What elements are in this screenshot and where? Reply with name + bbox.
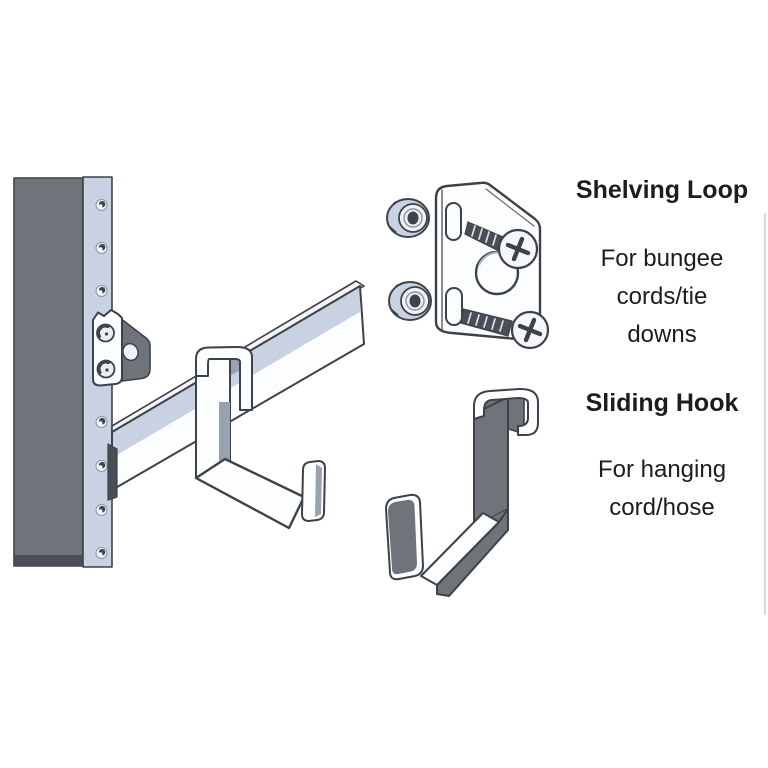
loop-mount-screw: [96, 323, 115, 343]
page-edge-divider: [764, 213, 766, 615]
loop-plate-chamfer: [485, 188, 535, 227]
shelving-loop-detail: [386, 181, 550, 350]
description-line: For hanging: [597, 456, 727, 483]
mounting-screw: [464, 221, 539, 270]
upright-hole: [95, 285, 108, 297]
hook-curl: [195, 346, 253, 411]
upright-hole: [95, 416, 108, 428]
upright-hole: [95, 460, 108, 472]
loop-slot: [445, 202, 462, 241]
legend: Shelving Loop For bungee cords/tie downs…: [556, 0, 768, 768]
flange-nut: [386, 198, 430, 238]
upright-hole: [95, 547, 108, 559]
sliding-hook-description: For hanging cord/hose: [556, 451, 768, 527]
loop-gusset-hole: [122, 342, 139, 362]
hook-lip-shade: [315, 464, 322, 517]
mounting-screw: [460, 308, 550, 350]
rail-face-lower: [112, 312, 360, 490]
description-line: downs: [627, 321, 697, 348]
description-line: cords/tie: [616, 283, 708, 310]
detail-hook-bottom-inner: [420, 512, 500, 586]
sliding-hook-detail: [385, 387, 539, 597]
description-line: For bungee: [600, 245, 724, 272]
detail-hook-lip-face: [388, 499, 417, 575]
upright-bottom-shadow: [15, 555, 82, 565]
upright-holes: [95, 199, 108, 559]
hook-bottom: [194, 457, 306, 530]
description-line: cord/hose: [609, 494, 715, 521]
loop-slot: [445, 287, 463, 326]
sliding-hook-title: Sliding Hook: [585, 389, 739, 417]
upright-hole: [95, 242, 108, 254]
shelving-loop-title: Shelving Loop: [575, 176, 749, 204]
shelving-loop-description: For bungee cords/tie downs: [556, 240, 768, 354]
upright-front-face: [13, 177, 84, 567]
mounted-shelving-loop: [92, 309, 151, 387]
rail-post-connector: [107, 443, 118, 501]
upright-hole: [95, 199, 108, 211]
installed-sliding-hook: [194, 346, 326, 530]
detail-hook-curl: [473, 387, 539, 436]
flange-nut: [388, 281, 432, 321]
hook-arm-shade: [219, 402, 230, 477]
loop-mount-screw: [96, 359, 116, 379]
upright-hole: [95, 504, 108, 516]
